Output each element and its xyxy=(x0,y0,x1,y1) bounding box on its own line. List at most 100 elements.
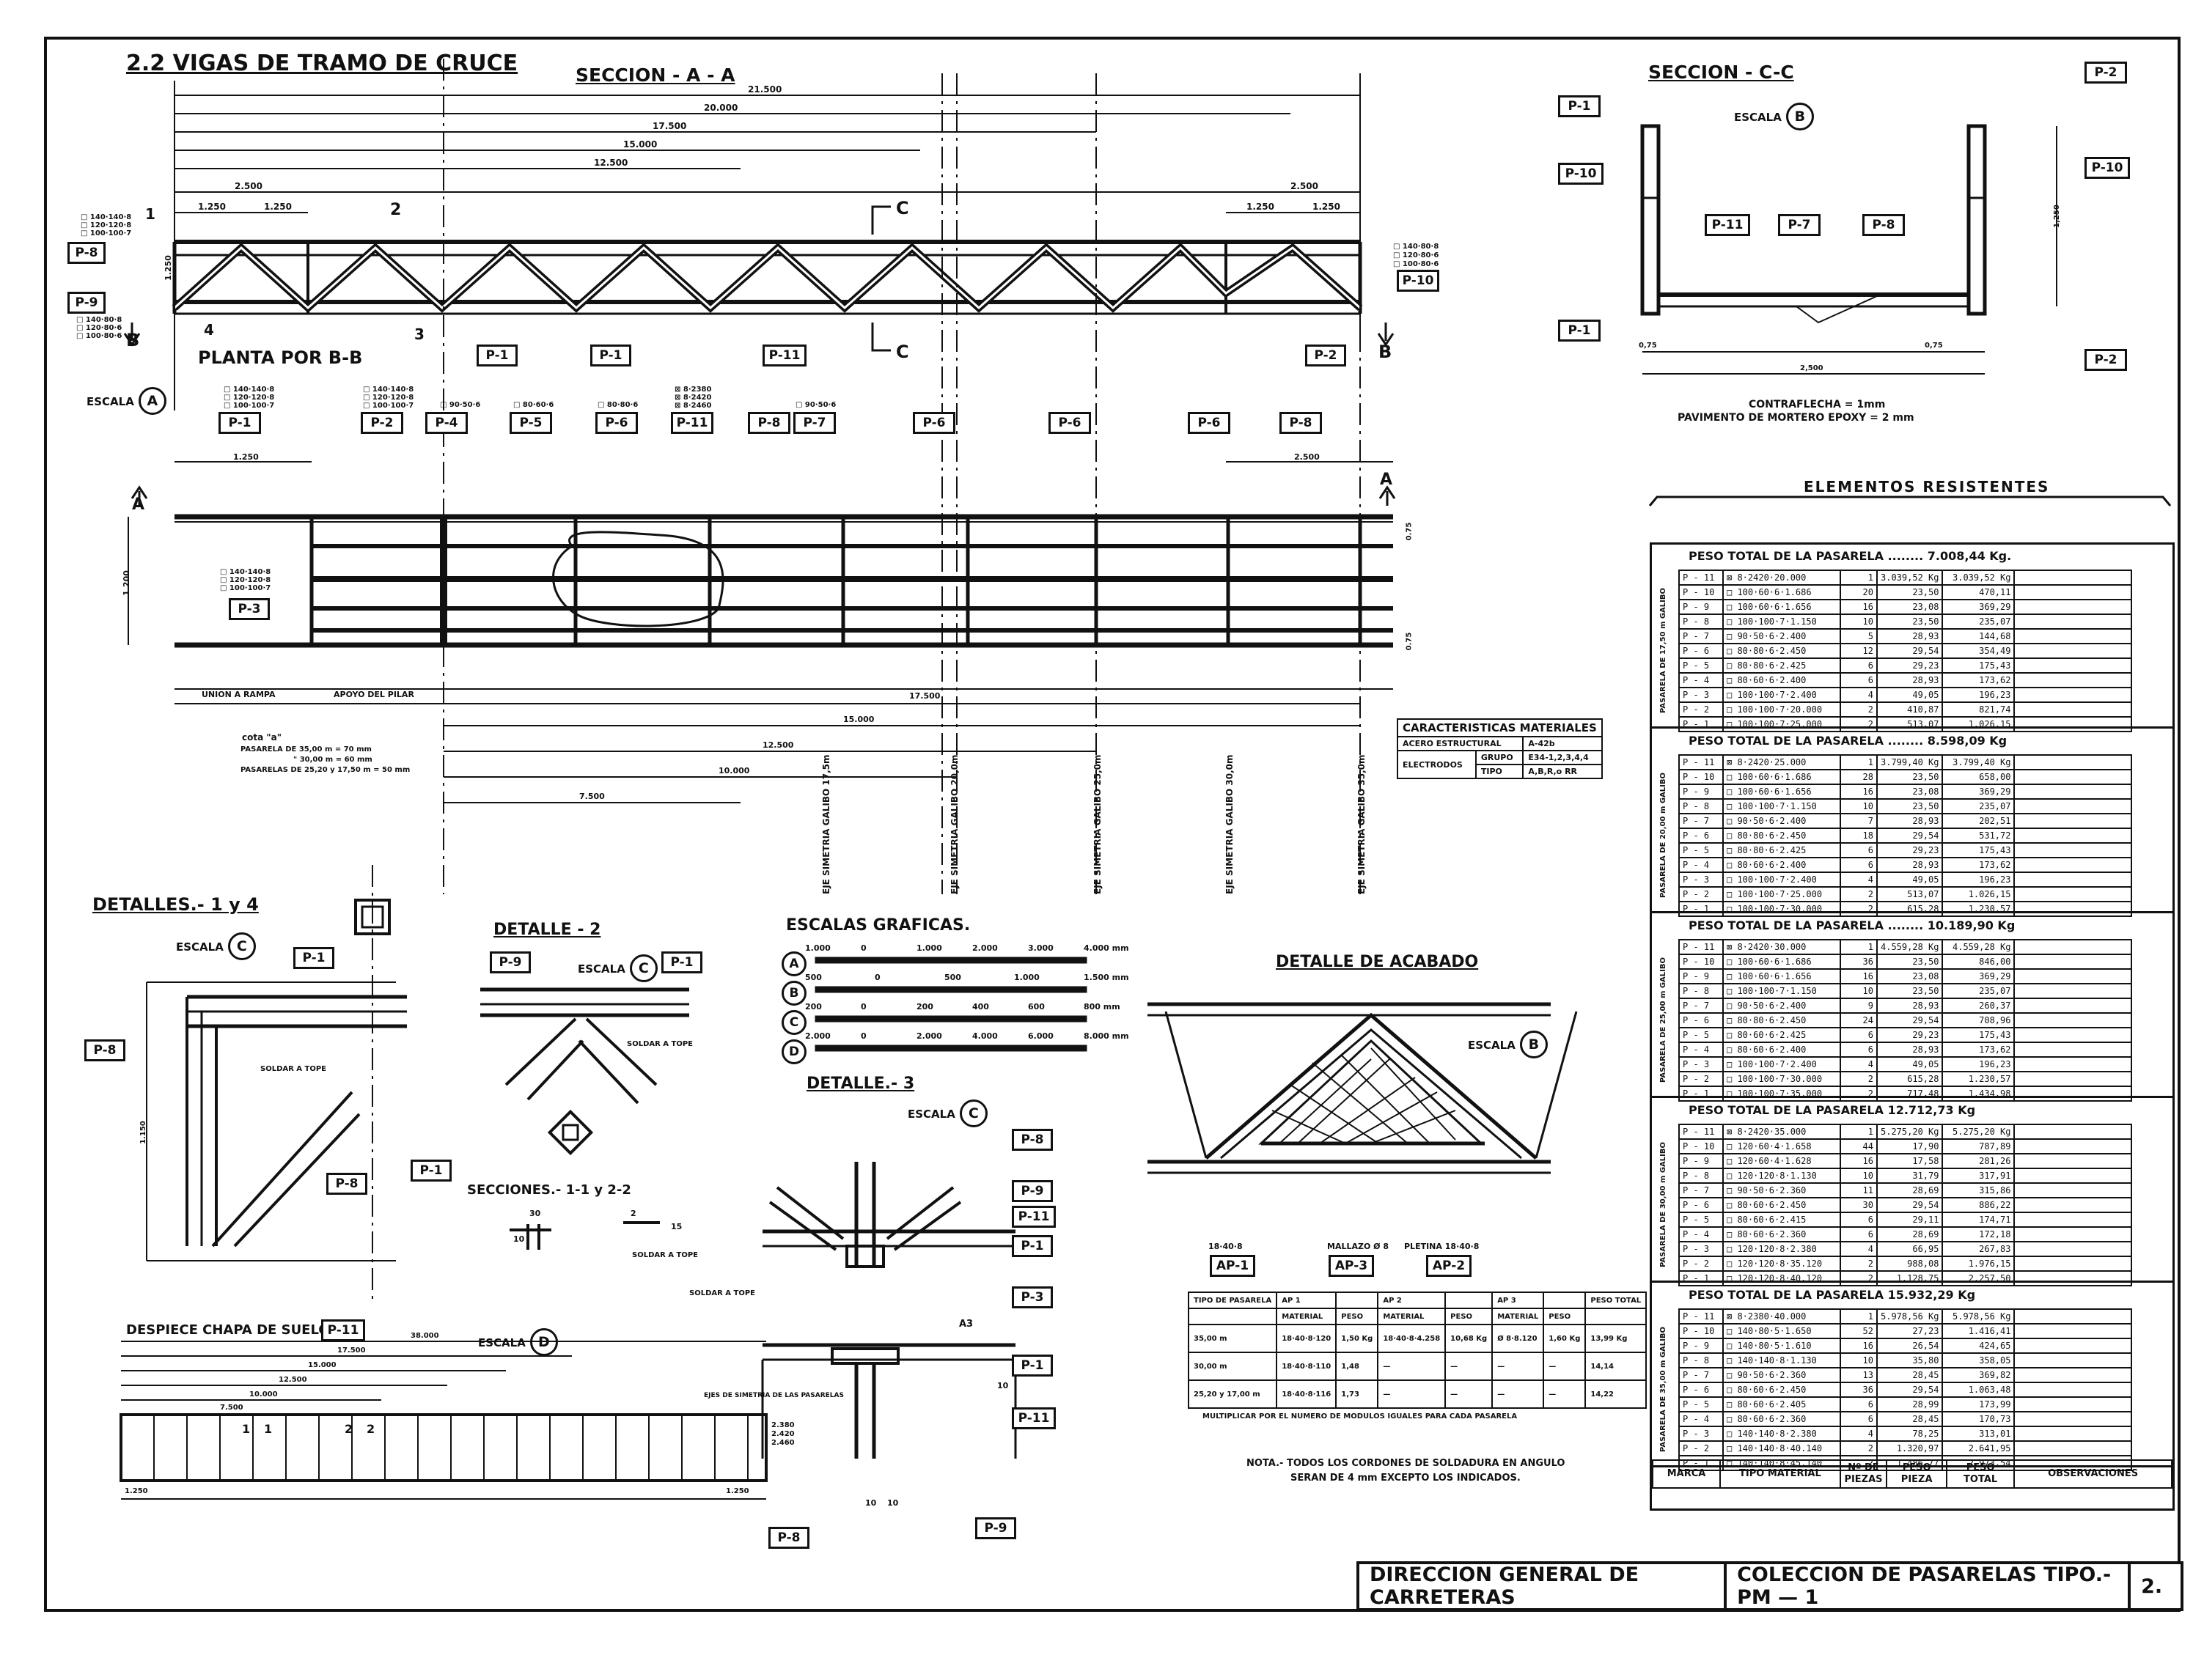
scale-tick-label: 500 xyxy=(944,973,961,982)
table-cell: □ 100·100·7·1.150 xyxy=(1722,798,1841,814)
dim-label: 1.250 xyxy=(163,255,173,281)
table-cell-obs xyxy=(2013,1367,2133,1383)
weight-block: PESO TOTAL DE LA PASARELA ........ 8.598… xyxy=(1652,729,2172,917)
table-cell: □ 140·140·8·40.140 xyxy=(1722,1440,1841,1456)
table-cell: 358,05 xyxy=(1942,1352,2016,1368)
table-cell: 7 xyxy=(1840,813,1878,829)
table-cell: 18·40·8·116 xyxy=(1276,1379,1337,1409)
table-cell: 173,62 xyxy=(1942,857,2016,873)
table-cell: □ 100·100·7·1.150 xyxy=(1722,983,1841,999)
detail-2 xyxy=(480,987,689,1250)
table-cell: 27,23 xyxy=(1876,1323,1944,1339)
table-cell: 29,54 xyxy=(1876,828,1944,844)
table-cell: 369,29 xyxy=(1942,599,2016,615)
table-cell: P - 10 xyxy=(1678,954,1724,970)
scale-tick-label: 0 xyxy=(875,973,881,982)
table-cell: □ 100·100·7·30.000 xyxy=(1722,1071,1841,1087)
table-cell: 1,48 xyxy=(1335,1352,1379,1381)
table-cell: P - 3 xyxy=(1678,1241,1724,1257)
table-cell-obs xyxy=(2013,813,2133,829)
table-cell: PESO TOTAL xyxy=(1584,1292,1647,1309)
table-cell: □ 100·100·7·1.150 xyxy=(1722,614,1841,630)
tag-p5: P-5 xyxy=(510,412,552,434)
table-cell: 16 xyxy=(1840,1338,1878,1354)
table-cell: □ 90·50·6·2.400 xyxy=(1722,813,1841,829)
table-cell: 369,29 xyxy=(1942,784,2016,800)
tag-p11: P-11 xyxy=(671,412,713,434)
dim-label: 0.75 xyxy=(1405,522,1414,541)
table-cell: MATERIAL xyxy=(1491,1308,1545,1325)
table-cell-obs xyxy=(2013,1352,2133,1368)
planta-label: APOYO DEL PILAR xyxy=(334,690,414,699)
table-cell: 6 xyxy=(1840,1212,1878,1228)
tag-p8: P-8 xyxy=(1862,214,1905,236)
table-cell: 615,28 xyxy=(1876,1071,1944,1087)
tag-p8: P-8 xyxy=(67,242,106,264)
scale-letter: C xyxy=(629,954,658,982)
table-cell-obs xyxy=(2013,769,2133,785)
table-cell-obs xyxy=(2013,954,2133,970)
table-cell: 144,68 xyxy=(1942,628,2016,644)
note-line: PASARELA DE 35,00 m = 70 mm xyxy=(240,745,372,754)
weld-note: SOLDAR A TOPE xyxy=(627,1040,693,1048)
weight-block: PESO TOTAL DE LA PASARELA ........ 10.18… xyxy=(1652,914,2172,1102)
table-cell: 16 xyxy=(1840,784,1878,800)
table-cell: 44 xyxy=(1840,1138,1878,1154)
tag-p1: P-1 xyxy=(1558,95,1601,117)
axis-label: EJE SIMETRIA GALIBO 30,0m xyxy=(1224,754,1235,894)
table-cell: 821,74 xyxy=(1942,701,2016,718)
table-cell: P - 2 xyxy=(1678,1071,1724,1087)
scale-label: ESCALA xyxy=(87,395,134,408)
table-cell: P - 2 xyxy=(1678,1256,1724,1272)
table-cell: 29,11 xyxy=(1876,1212,1944,1228)
table-cell: 23,50 xyxy=(1876,798,1944,814)
footer-collection: COLECCION DE PASARELAS TIPO.- PM — 1 xyxy=(1727,1563,2131,1609)
table-cell: P - 3 xyxy=(1678,1056,1724,1072)
dim-label: 10.000 xyxy=(249,1390,278,1399)
table-cell: 787,89 xyxy=(1942,1138,2016,1154)
table-cell: □ 100·100·7·25.000 xyxy=(1722,716,1841,732)
table-cell: 5.978,56 Kg xyxy=(1876,1308,1944,1325)
dim-label: 20.000 xyxy=(704,103,738,113)
section-aa-title: SECCION - A - A xyxy=(576,65,735,86)
tag-p1: P-1 xyxy=(411,1160,452,1182)
scale-tick-label: 1.500 mm xyxy=(1084,973,1129,982)
tag-p10: P-10 xyxy=(1397,270,1439,292)
table-cell: 708,96 xyxy=(1942,1012,2016,1028)
table-cell: □ 100·60·6·1.686 xyxy=(1722,954,1841,970)
table-cell: □ 100·60·6·1.686 xyxy=(1722,584,1841,600)
section-mark: 1 xyxy=(242,1422,251,1436)
acabado-label: 18·40·8 xyxy=(1208,1242,1243,1251)
table-cell: 4 xyxy=(1840,1426,1878,1442)
table-cell: 4.559,28 Kg xyxy=(1942,939,2016,955)
table-cell: □ 140·80·5·1.650 xyxy=(1722,1323,1841,1339)
table-cell: 12 xyxy=(1840,643,1878,659)
table-cell: 20 xyxy=(1840,584,1878,600)
table-cell: 28,93 xyxy=(1876,1042,1944,1058)
tag-ap1: AP-1 xyxy=(1210,1255,1255,1277)
scale-tick-label: 0 xyxy=(861,1002,867,1012)
materials-title: CARACTERISTICAS MATERIALES xyxy=(1397,718,1603,737)
cut-label: A xyxy=(1380,471,1393,489)
floor-plate-layout xyxy=(120,1341,768,1500)
footer-col-header: MARCA xyxy=(1651,1459,1722,1489)
table-cell: 3.039,52 Kg xyxy=(1942,570,2016,586)
dim-mark: 10 xyxy=(513,1234,525,1244)
footer-col-header: TIPO MATERIAL xyxy=(1719,1459,1841,1489)
table-cell: 49,05 xyxy=(1876,687,1944,703)
dim-label: 2.460 xyxy=(771,1439,795,1447)
table-cell: 29,23 xyxy=(1876,657,1944,674)
tag-p11: P-11 xyxy=(321,1319,365,1341)
table-cell: 202,51 xyxy=(1942,813,2016,829)
footer-col-header: Nº DE PIEZAS xyxy=(1839,1459,1888,1489)
